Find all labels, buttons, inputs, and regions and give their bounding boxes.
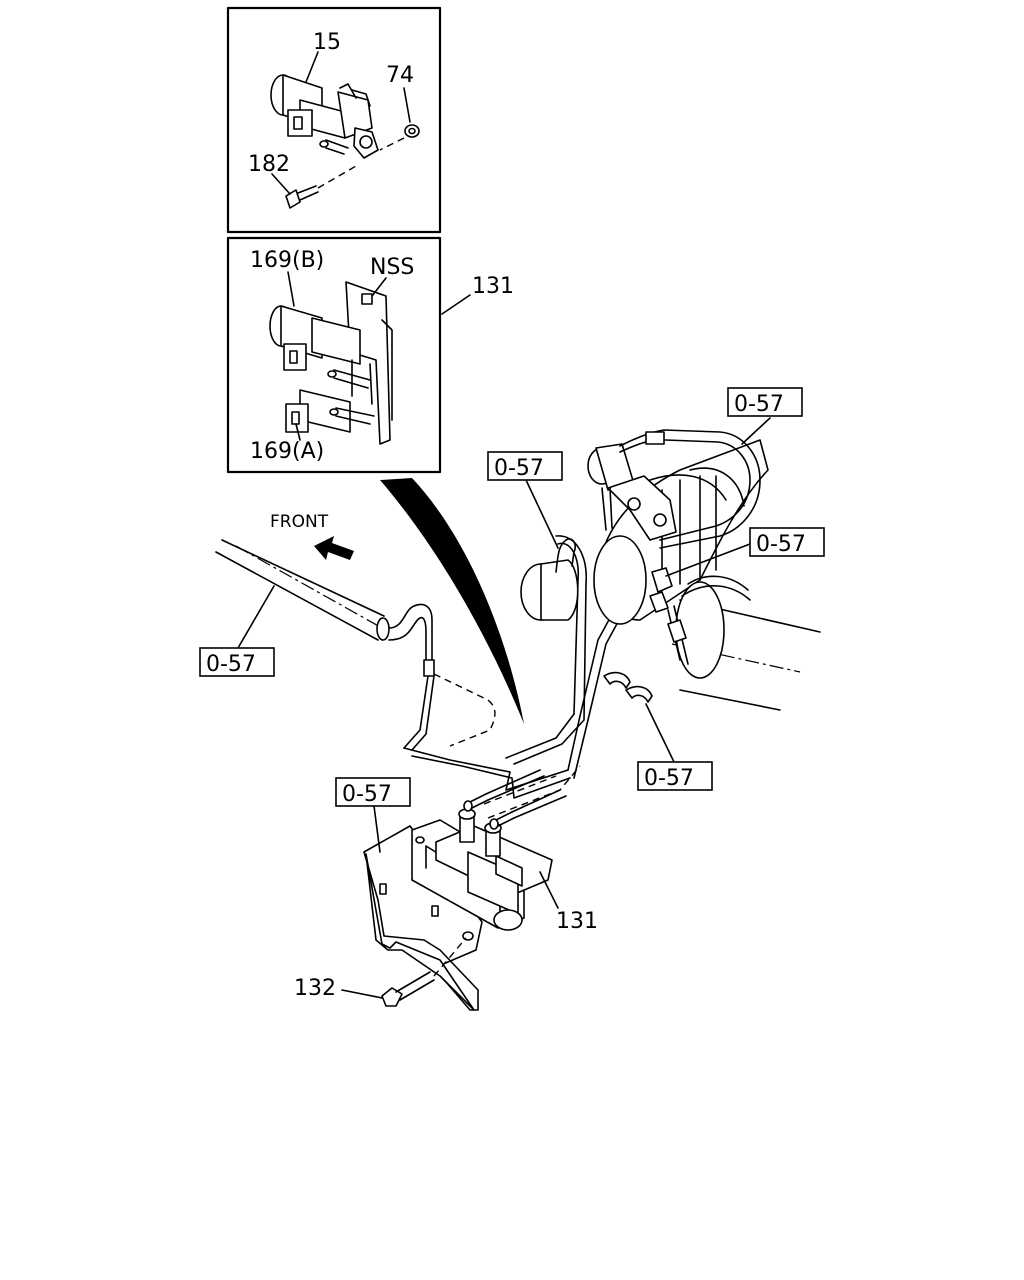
label-part-74: 74 bbox=[386, 63, 414, 88]
solenoid-bracket-assembly-drawing bbox=[341, 769, 567, 1011]
ref-box-left bbox=[199, 647, 275, 677]
label-part-131-inset: 131 bbox=[472, 274, 514, 299]
left-pipe-drawing: 0-57 bbox=[199, 539, 496, 751]
ref-0-57-lower-right: 0-57 bbox=[644, 766, 694, 791]
label-part-131: 131 bbox=[556, 909, 598, 934]
detail-pointer-wedge bbox=[380, 478, 524, 724]
ref-0-57-bracket: 0-57 bbox=[342, 782, 392, 807]
ref-box-bracket bbox=[335, 777, 411, 807]
inset-frame-bottom bbox=[226, 236, 442, 474]
label-part-15: 15 bbox=[313, 30, 341, 55]
canister-assembly-drawing bbox=[520, 429, 821, 711]
ref-box-top-right bbox=[727, 387, 803, 417]
inset-frame-top bbox=[226, 6, 442, 234]
ref-box-right bbox=[749, 527, 825, 557]
ref-0-57-left: 0-57 bbox=[206, 652, 256, 677]
ref-0-57-top-right: 0-57 bbox=[734, 392, 784, 417]
label-part-169a: 169(A) bbox=[250, 439, 324, 464]
dual-solenoid-drawing bbox=[269, 281, 393, 445]
inset-solenoid-detail: 15 74 182 bbox=[226, 6, 442, 234]
label-nss: NSS bbox=[370, 255, 414, 280]
bolt-182-drawing bbox=[271, 165, 357, 209]
solenoid-15-drawing bbox=[270, 74, 379, 159]
ref-0-57-right: 0-57 bbox=[756, 532, 806, 557]
label-part-182: 182 bbox=[248, 152, 290, 177]
reference-callouts-right: 0-57 0-57 0-57 0-57 bbox=[487, 387, 825, 791]
ref-box-lower-right bbox=[637, 761, 713, 791]
inset-dual-solenoid-detail: 169(B) NSS 169(A) 131 bbox=[226, 236, 514, 474]
ref-0-57-mid: 0-57 bbox=[494, 456, 544, 481]
label-part-132: 132 bbox=[294, 976, 336, 1001]
label-part-169b: 169(B) bbox=[250, 248, 324, 273]
label-front: FRONT bbox=[270, 512, 329, 532]
ref-box-mid bbox=[487, 451, 563, 481]
nut-74-drawing bbox=[379, 87, 420, 151]
bracket-callouts: 0-57 131 132 bbox=[294, 777, 598, 1001]
front-arrow-icon bbox=[314, 536, 354, 560]
front-direction-indicator: FRONT bbox=[270, 512, 354, 560]
